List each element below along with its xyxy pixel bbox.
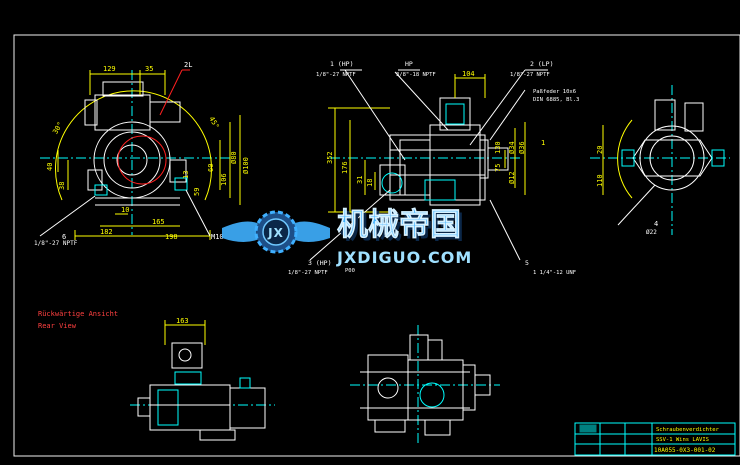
dim-phi80: Ø80: [230, 151, 238, 164]
dim-352: 352: [326, 151, 334, 164]
dim-182: 182: [100, 228, 113, 236]
callout-port2: 2 (LP): [530, 60, 553, 68]
dim-198: 198: [165, 233, 178, 241]
dim-13: 13: [182, 171, 190, 179]
dim-phi12: Ø12: [508, 171, 516, 184]
callout-port3-thread: 1/8"-27 NPTF: [288, 270, 328, 276]
dim-2l: 2L: [184, 61, 192, 69]
callout-pos-mark: P00: [345, 268, 355, 274]
watermark-chinese-shadow: 机械帝国: [340, 210, 464, 246]
title-line1: Schraubenverdichter: [656, 427, 720, 433]
watermark-badge-text: JX: [267, 226, 284, 240]
dim-phi36: Ø36: [518, 141, 526, 154]
dim-106: 106: [220, 173, 228, 186]
callout-port5-thread: 1 1/4"-12 UNF: [533, 270, 576, 276]
callout-hp-thread: 3/8"-18 NPTF: [396, 72, 436, 78]
dim-40: 40: [46, 163, 54, 171]
dim-129: 129: [103, 65, 116, 73]
drawing-number: 10A055-0X3-001-02: [654, 447, 716, 454]
watermark-wing-right: [290, 221, 330, 242]
dim-60: 60: [207, 164, 215, 172]
title-line2: SSV-1 Wins LAVIS: [656, 437, 709, 443]
callout-port2-thread: 1/8"-27 NPTF: [510, 72, 550, 78]
side-view-dimensions: 104 352 176 31 18 130 75 Ø34 Ø36 Ø12 1: [326, 70, 545, 187]
callout-key-1: Paßfeder 10x6: [533, 89, 576, 95]
dim-phi100: Ø100: [242, 157, 250, 174]
rear-view-label-de: Rückwärtige Ansicht: [38, 310, 118, 318]
front-view: [39, 69, 241, 240]
bottom-center-view: [350, 325, 500, 445]
title-block-text: Schraubenverdichter SSV-1 Wins LAVIS 10A…: [654, 427, 720, 454]
dim-10: 10: [121, 206, 129, 214]
callout-port3: 3 (HP): [308, 259, 331, 267]
dim-1: 1: [541, 139, 545, 147]
right-view-dimensions: 20 110 4 Ø22: [596, 146, 658, 236]
dim-38: 38: [58, 182, 66, 190]
front-view-dimensions: 129 35 2L 30° 45° 40 38 10 165 182 198 M…: [34, 61, 250, 247]
callout-port1-thread: 1/8"-27 NPTF: [316, 72, 356, 78]
watermark-chinese: 机械帝国: [337, 207, 461, 243]
callout-port5: 5: [525, 259, 529, 267]
dim-m10: M10: [211, 233, 224, 241]
dim-130: 130: [494, 141, 502, 154]
dim-30deg: 30°: [51, 121, 64, 136]
rear-view-label-en: Rear View: [38, 322, 77, 330]
dim-phi34: Ø34: [508, 141, 516, 154]
watermark-english: JXDIGUO.COM: [336, 248, 472, 267]
right-view: [590, 85, 730, 235]
dim-20: 20: [596, 146, 604, 154]
callout-port1: 1 (HP): [330, 60, 353, 68]
dim-4: 4: [654, 220, 658, 228]
rear-view-dim-163: 163: [176, 317, 189, 325]
dim-45deg: 45°: [207, 115, 220, 130]
rear-view: [130, 320, 275, 441]
dim-75: 75: [494, 164, 502, 172]
dim-104: 104: [462, 70, 475, 78]
drawing-frame: [13, 34, 740, 457]
side-view: [309, 69, 548, 261]
side-view-callouts: 1 (HP) 1/8"-27 NPTF HP 3/8"-18 NPTF 2 (L…: [288, 60, 579, 276]
dim-59: 59: [193, 188, 201, 196]
title-block: [574, 422, 736, 456]
rear-view-label: Rückwärtige Ansicht Rear View: [38, 310, 118, 330]
dim-31: 31: [356, 176, 364, 184]
dim-176: 176: [341, 161, 349, 174]
watermark-wing-left: [222, 221, 262, 242]
watermark: JX 机械帝国 机械帝国 JXDIGUO.COM: [222, 207, 472, 267]
dim-6: 6: [62, 233, 66, 241]
callout-key-2: DIN 6885, Bl.3: [533, 97, 579, 103]
dim-phi22: Ø22: [646, 229, 657, 236]
dim-18: 18: [366, 179, 374, 187]
dim-35: 35: [145, 65, 153, 73]
callout-hp: HP: [405, 60, 413, 68]
dim-110: 110: [596, 174, 604, 187]
front-port-thread: 1/8"-27 NPTF: [34, 240, 78, 247]
dim-165: 165: [152, 218, 165, 226]
